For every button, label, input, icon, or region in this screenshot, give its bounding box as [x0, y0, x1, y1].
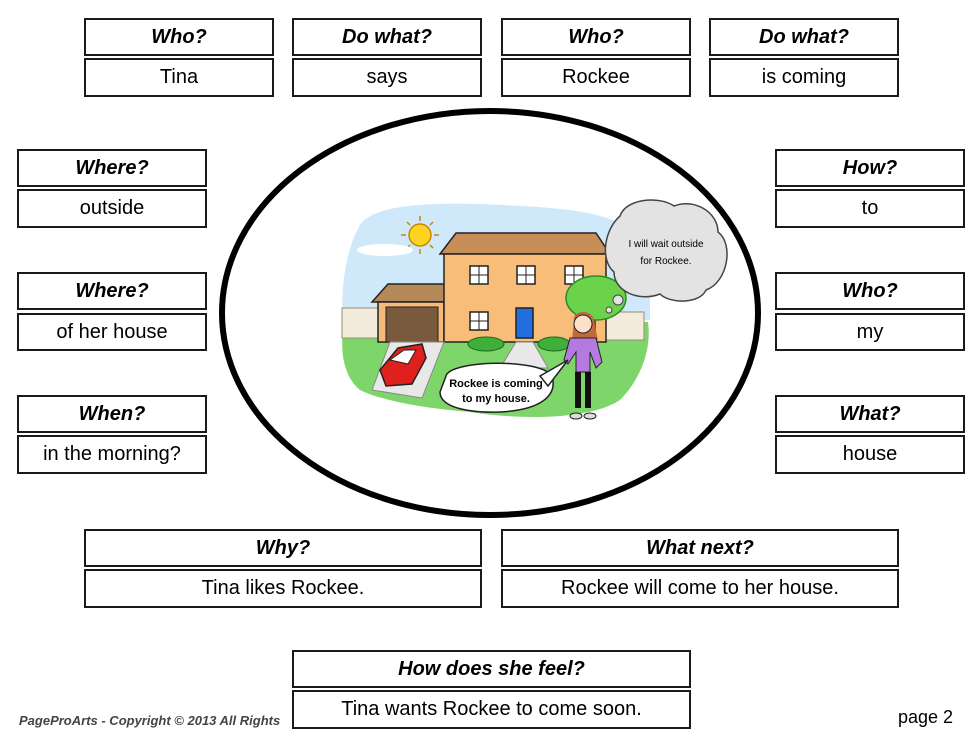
why-answer: Tina likes Rockee. [84, 569, 482, 608]
top-question-2: Do what? [292, 18, 482, 56]
path [499, 341, 549, 369]
left-answer-3: in the morning? [17, 435, 207, 474]
right-answer-1: to [775, 189, 965, 228]
frame-ellipse [219, 108, 761, 518]
page-number: page 2 [898, 707, 954, 727]
what-next-answer: Rockee will come to her house. [501, 569, 899, 608]
right-answer-3: house [775, 435, 965, 474]
left-question-2: Where? [17, 272, 207, 310]
sun [401, 216, 439, 254]
top-question-3: Who? [501, 18, 691, 56]
top-question-1: Who? [84, 18, 274, 56]
top-answer-3: Rockee [501, 58, 691, 97]
speech-bubble: Rockee is coming to my house. [439, 359, 569, 413]
feel-answer: Tina wants Rockee to come soon. [292, 690, 691, 729]
thought-line-2: for Rockee. [640, 256, 691, 267]
right-answer-2: my [775, 313, 965, 351]
red-car [379, 343, 427, 387]
cloud [357, 244, 413, 256]
garage [370, 283, 447, 343]
thought-bubble: I will wait outside for Rockee. [604, 199, 728, 314]
left-question-1: Where? [17, 149, 207, 187]
left-answer-1: outside [17, 189, 207, 228]
feel-question: How does she feel? [292, 650, 691, 688]
top-answer-1: Tina [84, 58, 274, 97]
right-question-3: What? [775, 395, 965, 433]
top-answer-4: is coming [709, 58, 899, 97]
left-answer-2: of her house [17, 313, 207, 351]
speech-line-1: Rockee is coming [449, 378, 543, 390]
right-question-2: Who? [775, 272, 965, 310]
speech-line-2: to my house. [462, 393, 530, 405]
top-answer-2: says [292, 58, 482, 97]
copyright-footer: PageProArts - Copyright © 2013 All Right… [19, 713, 281, 728]
left-question-3: When? [17, 395, 207, 433]
right-question-1: How? [775, 149, 965, 187]
girl-tina [563, 312, 603, 420]
why-question: Why? [84, 529, 482, 567]
thought-line-1: I will wait outside [628, 239, 703, 250]
what-next-question: What next? [501, 529, 899, 567]
top-question-4: Do what? [709, 18, 899, 56]
